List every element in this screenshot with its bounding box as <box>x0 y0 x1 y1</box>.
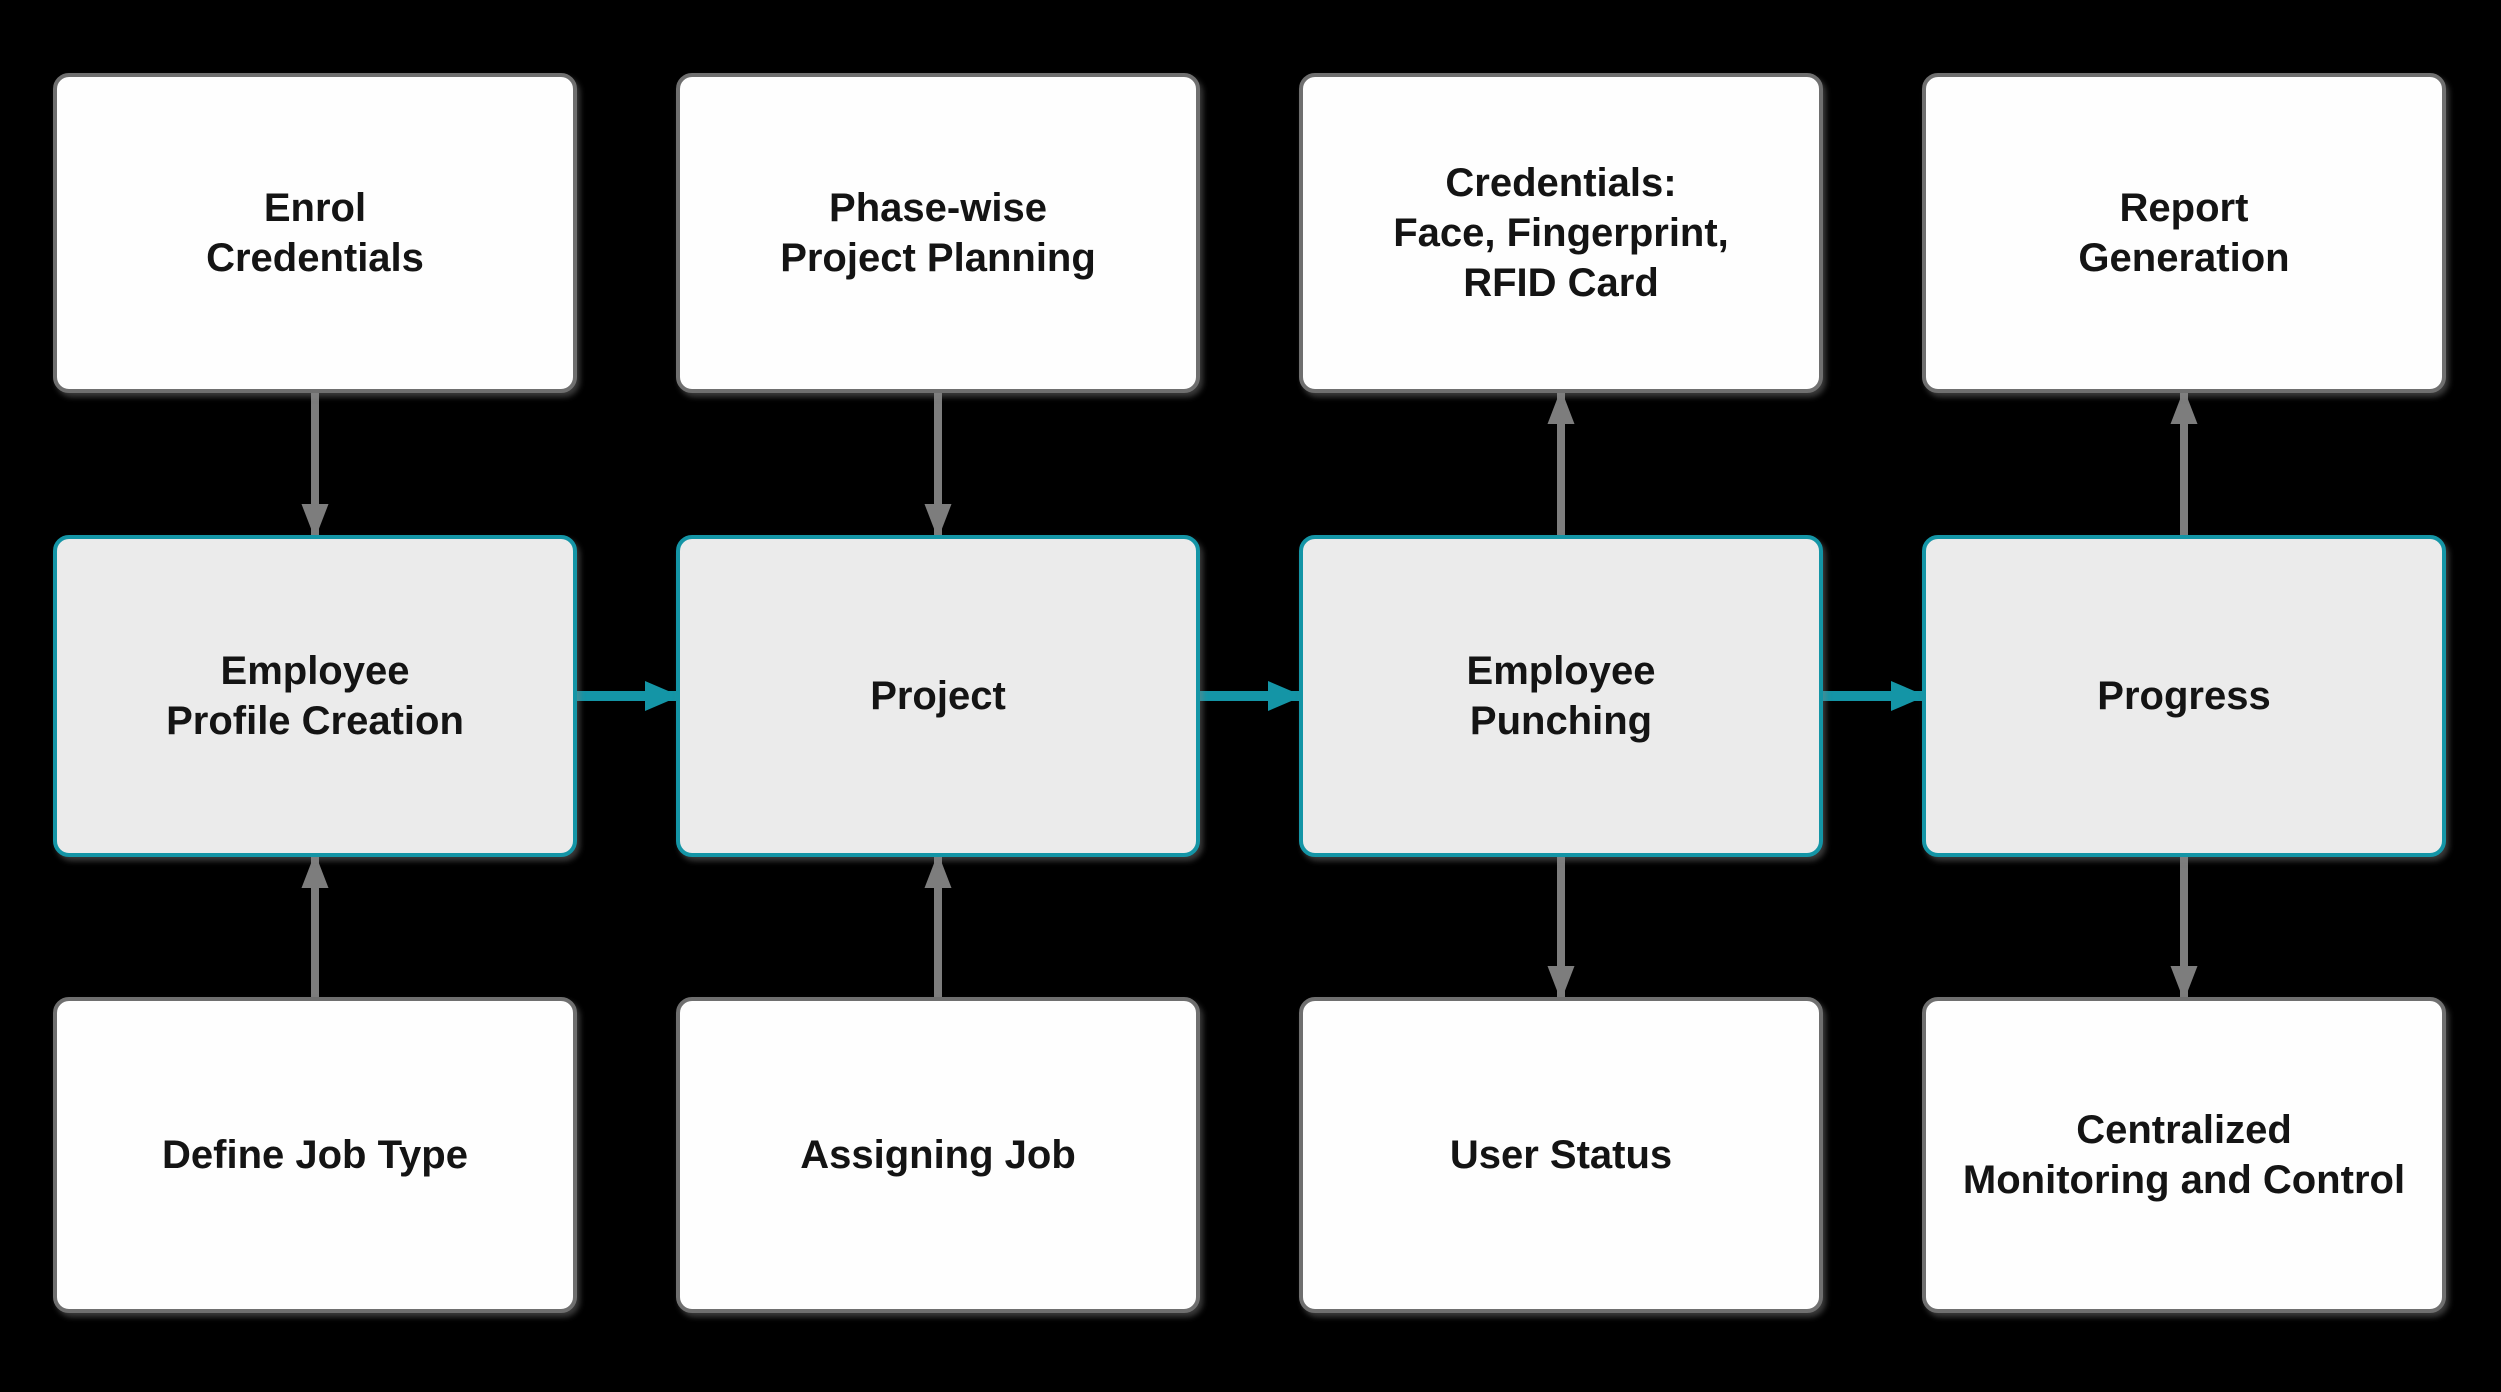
node-label: Assigning Job <box>800 1133 1076 1177</box>
node-user-status: User Status <box>1299 997 1823 1313</box>
node-centralized-monitoring-and-control: Centralized Monitoring and Control <box>1922 997 2446 1313</box>
node-label: Employee Profile Creation <box>166 649 464 743</box>
node-project: Project <box>676 535 1200 857</box>
node-label: Centralized Monitoring and Control <box>1962 1108 2406 1202</box>
node-employee-punching: Employee Punching <box>1299 535 1823 857</box>
node-credentials-face-fingerprint-rfid: Credentials: Face, Fingerprint, RFID Car… <box>1299 73 1823 393</box>
node-label: User Status <box>1449 1133 1673 1177</box>
node-enrol-credentials: Enrol Credentials <box>53 73 577 393</box>
node-label: Phase-wise Project Planning <box>780 186 1096 280</box>
node-progress: Progress <box>1922 535 2446 857</box>
node-report-generation: Report Generation <box>1922 73 2446 393</box>
node-assigning-job: Assigning Job <box>676 997 1200 1313</box>
node-label: Define Job Type <box>162 1133 468 1177</box>
node-label: Project <box>870 674 1006 718</box>
node-label: Progress <box>2097 674 2271 718</box>
node-phase-wise-project-planning: Phase-wise Project Planning <box>676 73 1200 393</box>
node-define-job-type: Define Job Type <box>53 997 577 1313</box>
node-label: Enrol Credentials <box>206 186 424 280</box>
node-label: Employee Punching <box>1466 649 1656 743</box>
node-employee-profile-creation: Employee Profile Creation <box>53 535 577 857</box>
node-label: Credentials: Face, Fingerprint, RFID Car… <box>1393 161 1729 305</box>
node-label: Report Generation <box>2078 186 2290 280</box>
